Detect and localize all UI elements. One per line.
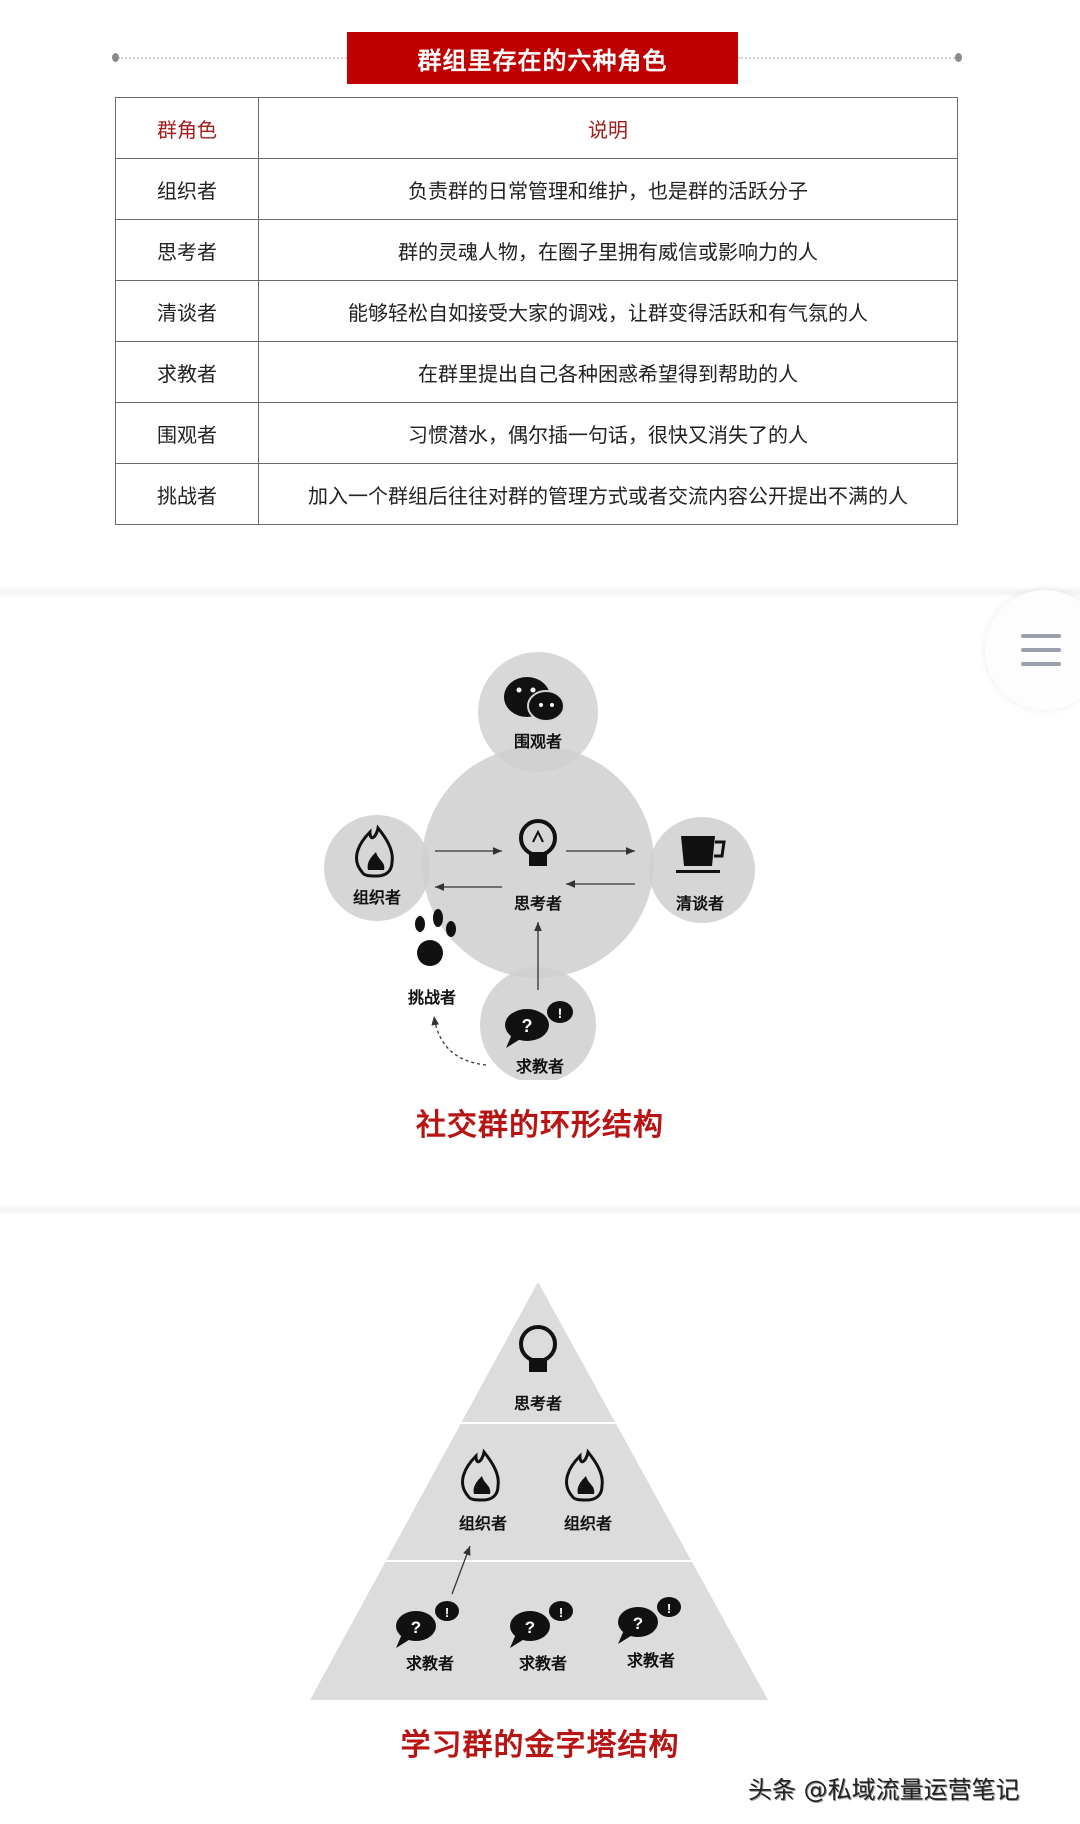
- pyramid-label-thinker: 思考者: [513, 1394, 563, 1413]
- ring-diagram: ? !: [324, 652, 755, 1080]
- role-cell: 组织者: [115, 158, 259, 220]
- lightbulb-icon: [519, 819, 557, 866]
- description-cell: 群的灵魂人物，在圈子里拥有威信或影响力的人: [258, 219, 958, 281]
- watermark: 头条 @私域流量运营笔记: [748, 1776, 1020, 1804]
- description-cell: 在群里提出自己各种困惑希望得到帮助的人: [258, 341, 958, 403]
- description-cell: 习惯潜水，偶尔插一句话，很快又消失了的人: [258, 402, 958, 464]
- flame-icon: [355, 824, 394, 878]
- table-row: 挑战者加入一个群组后往往对群的管理方式或者交流内容公开提出不满的人: [115, 463, 958, 525]
- section-title: 群组里存在的六种角色: [347, 32, 738, 84]
- svg-text:!: !: [445, 1605, 449, 1620]
- roles-table: 群角色 说明 组织者负责群的日常管理和维护，也是群的活跃分子 思考者群的灵魂人物…: [115, 97, 958, 525]
- svg-text:!: !: [667, 1601, 671, 1616]
- svg-text:?: ?: [522, 1016, 533, 1036]
- role-cell: 围观者: [115, 402, 259, 464]
- svg-text:!: !: [558, 1005, 563, 1021]
- table-row: 围观者习惯潜水，偶尔插一句话，很快又消失了的人: [115, 402, 958, 464]
- node-label-talker: 清谈者: [675, 894, 725, 913]
- header-description: 说明: [258, 97, 958, 159]
- hamburger-line: [1021, 648, 1061, 652]
- pyramid-caption: 学习群的金字塔结构: [400, 1728, 680, 1763]
- pyramid-diagram: ? ! ? ! ? !: [0, 1282, 1080, 1700]
- pyramid-label-organizer: 组织者: [458, 1514, 508, 1533]
- hamburger-menu-icon: [1021, 634, 1061, 638]
- menu-button[interactable]: [985, 590, 1080, 710]
- question-speech-icon: ? !: [510, 1601, 573, 1648]
- pyramid-label-organizer: 组织者: [563, 1514, 613, 1533]
- lightbulb-icon: [519, 1325, 557, 1372]
- table-header-row: 群角色 说明: [115, 97, 958, 159]
- ring-caption: 社交群的环形结构: [416, 1108, 664, 1143]
- table-row: 组织者负责群的日常管理和维护，也是群的活跃分子: [115, 158, 958, 220]
- title-divider-dot-right: [955, 53, 962, 62]
- role-cell: 思考者: [115, 219, 259, 281]
- question-speech-icon: ? !: [396, 1601, 459, 1648]
- title-divider-right: [738, 57, 958, 59]
- pyramid-label-seeker: 求教者: [626, 1651, 676, 1670]
- description-cell: 负责群的日常管理和维护，也是群的活跃分子: [258, 158, 958, 220]
- section-divider: [0, 586, 1080, 598]
- node-label-thinker: 思考者: [513, 894, 563, 913]
- node-label-lurker: 围观者: [513, 732, 563, 751]
- bowling-icon: [415, 909, 456, 966]
- hamburger-line: [1021, 662, 1061, 666]
- description-cell: 加入一个群组后往往对群的管理方式或者交流内容公开提出不满的人: [258, 463, 958, 525]
- question-speech-icon: ? !: [618, 1597, 681, 1644]
- description-cell: 能够轻松自如接受大家的调戏，让群变得活跃和有气氛的人: [258, 280, 958, 342]
- wechat-chat-icon: [504, 677, 565, 722]
- coffee-cup-icon: [676, 836, 726, 873]
- node-label-seeker: 求教者: [515, 1057, 565, 1076]
- flame-icon: [461, 1448, 500, 1502]
- node-label-organizer: 组织者: [352, 888, 402, 907]
- role-cell: 清谈者: [115, 280, 259, 342]
- table-row: 清谈者能够轻松自如接受大家的调戏，让群变得活跃和有气氛的人: [115, 280, 958, 342]
- pyramid-label-seeker: 求教者: [405, 1654, 455, 1673]
- title-divider-dot-left: [112, 53, 119, 62]
- svg-text:?: ?: [411, 1618, 421, 1637]
- role-cell: 求教者: [115, 341, 259, 403]
- header-role: 群角色: [115, 97, 259, 159]
- question-speech-icon: ? !: [505, 1001, 573, 1048]
- svg-text:?: ?: [525, 1618, 535, 1637]
- title-divider-left: [118, 57, 347, 59]
- role-cell: 挑战者: [115, 463, 259, 525]
- svg-text:?: ?: [633, 1614, 643, 1633]
- table-row: 求教者在群里提出自己各种困惑希望得到帮助的人: [115, 341, 958, 403]
- section-divider: [0, 1204, 1080, 1216]
- pyramid-label-seeker: 求教者: [518, 1654, 568, 1673]
- table-row: 思考者群的灵魂人物，在圈子里拥有威信或影响力的人: [115, 219, 958, 281]
- flame-icon: [565, 1448, 604, 1502]
- node-label-challenger: 挑战者: [407, 988, 457, 1007]
- svg-text:!: !: [559, 1605, 563, 1620]
